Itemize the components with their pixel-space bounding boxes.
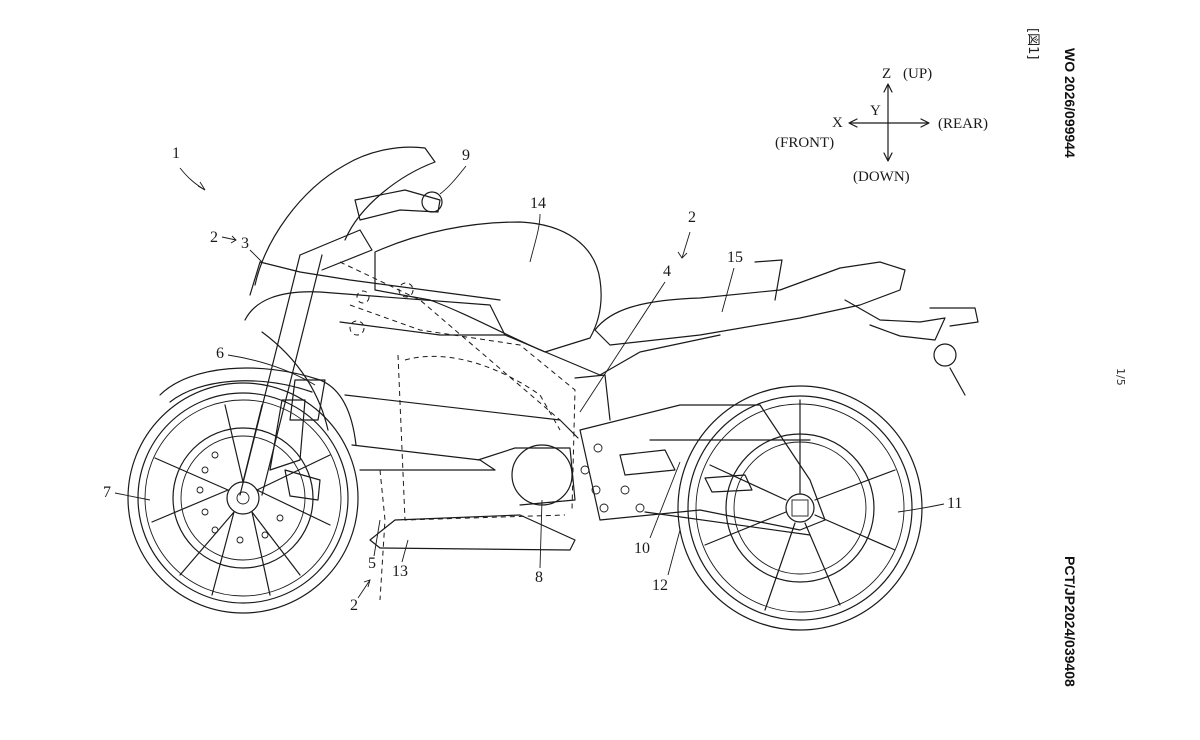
reference-numerals: 1 2 3 2 4 6 7 8 9 10 11 12 [103, 145, 962, 614]
numeral-4: 4 [663, 263, 671, 280]
axis-y-label: Y [870, 103, 881, 119]
numeral-2-bottom: 2 [350, 597, 358, 614]
numeral-12: 12 [652, 577, 668, 594]
axis-z-label: Z [882, 66, 891, 82]
coordinate-axes: Z (UP) Y X (FRONT) (REAR) (DOWN) [775, 66, 988, 185]
axis-up-label: (UP) [903, 66, 932, 82]
numeral-14: 14 [530, 195, 546, 212]
front-wheel [127, 382, 359, 614]
numeral-3: 3 [241, 235, 249, 252]
numeral-7: 7 [103, 484, 111, 501]
numeral-8: 8 [535, 569, 543, 586]
axis-down-label: (DOWN) [853, 169, 910, 185]
axis-front-label: (FRONT) [775, 135, 834, 151]
numeral-15: 15 [727, 249, 743, 266]
publication-number: WO 2026/099944 [1062, 48, 1078, 158]
numeral-9: 9 [462, 147, 470, 164]
figure-label: [図1] [1025, 28, 1040, 60]
numeral-2-rear: 2 [688, 209, 696, 226]
page-number: 1/5 [1114, 368, 1127, 386]
numeral-1: 1 [172, 145, 180, 162]
axis-x-label: X [832, 115, 843, 131]
numeral-6: 6 [216, 345, 224, 362]
numeral-2-front: 2 [210, 229, 218, 246]
numeral-11: 11 [947, 495, 962, 512]
axis-rear-label: (REAR) [938, 116, 988, 132]
numeral-5: 5 [368, 555, 376, 572]
application-number: PCT/JP2024/039408 [1062, 556, 1078, 687]
numeral-13: 13 [392, 563, 408, 580]
rear-wheel [677, 385, 923, 631]
numeral-10: 10 [634, 540, 650, 557]
